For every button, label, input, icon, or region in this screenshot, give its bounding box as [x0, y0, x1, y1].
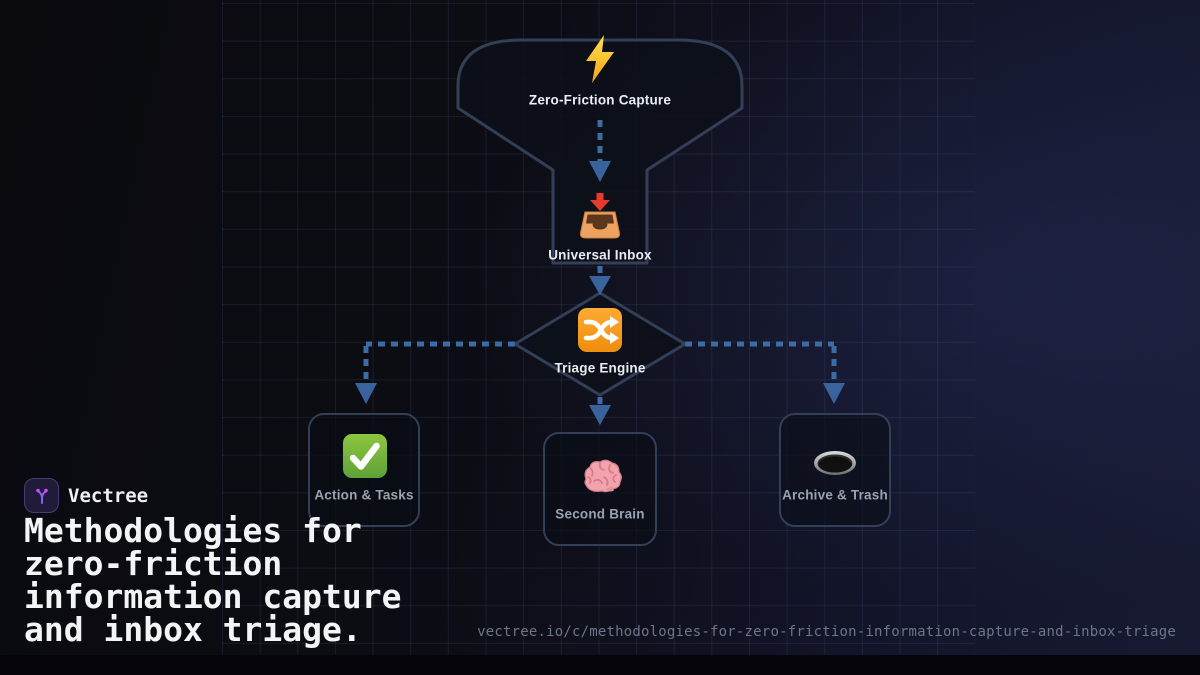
vectree-branch-icon: [35, 488, 48, 504]
red-down-arrow: [596, 193, 604, 201]
page-title: Methodologies for zero-friction informat…: [24, 511, 402, 649]
second-brain-card: [543, 432, 657, 546]
connector-lines: [363, 120, 837, 406]
brand-row: Vectree: [24, 478, 148, 513]
brain-icon: [584, 459, 622, 493]
archive-trash-label: Archive & Trash: [782, 487, 888, 503]
arrowhead-down-icon: [355, 383, 377, 404]
hole-icon: [814, 451, 856, 475]
action-tasks-label: Action & Tasks: [314, 487, 414, 503]
vectree-logo: [24, 478, 59, 513]
second-brain-label: Second Brain: [555, 506, 645, 522]
brand-name: Vectree: [68, 484, 149, 507]
arrowhead-down-icon: [589, 161, 611, 182]
arrowhead-down-icon: [823, 383, 845, 404]
triage-label: Triage Engine: [554, 360, 646, 376]
lightning-icon: [586, 35, 614, 83]
footer-url: vectree.io/c/methodologies-for-zero-fric…: [477, 624, 1176, 640]
check-mark-icon: [343, 434, 387, 478]
arrowhead-down-icon: [589, 405, 611, 425]
inbox-tray-icon: [579, 193, 621, 239]
capture-label: Zero-Friction Capture: [528, 92, 672, 108]
shuffle-icon: [578, 308, 622, 352]
arrowhead-down-icon: [589, 276, 611, 295]
inbox-label: Universal Inbox: [548, 247, 652, 263]
arrowheads: [355, 161, 845, 425]
bottom-letterbox-bar: [0, 655, 1200, 675]
